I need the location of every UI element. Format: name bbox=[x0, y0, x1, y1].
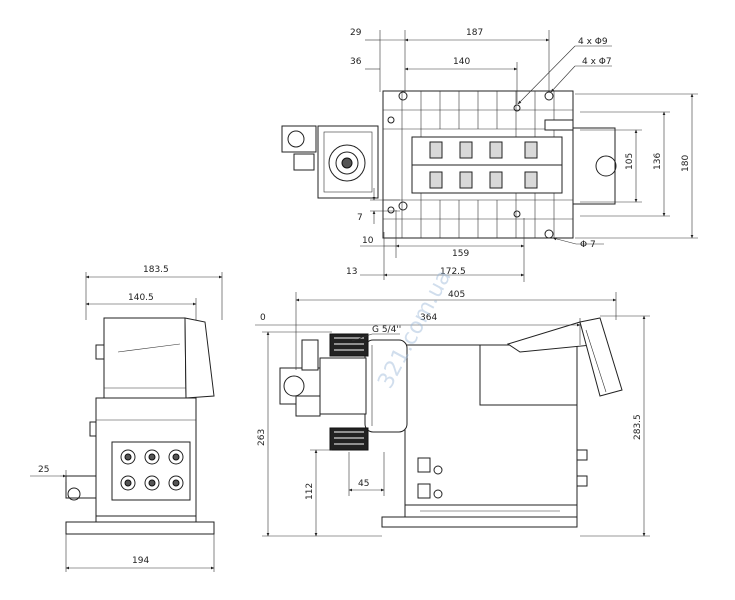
front-coil-cover bbox=[506, 321, 593, 353]
dim-10: 10 bbox=[362, 236, 374, 246]
mount-hole bbox=[398, 201, 408, 211]
front-regulator bbox=[319, 357, 367, 415]
mount-hole bbox=[398, 91, 408, 101]
outlet-thread-bottom bbox=[329, 427, 369, 451]
mount-hole bbox=[513, 210, 521, 218]
dim-25: 25 bbox=[38, 465, 49, 475]
side-view: 183.5 140.5 25 194 bbox=[30, 265, 223, 572]
top-coil-housing bbox=[572, 127, 616, 205]
dim-45: 45 bbox=[358, 479, 369, 489]
front-base-plate bbox=[381, 516, 578, 528]
dim-13: 13 bbox=[346, 267, 357, 277]
dim-140-5: 140.5 bbox=[128, 293, 154, 303]
dim-105: 105 bbox=[625, 153, 635, 170]
dim-thread-g54: G 5/4'' bbox=[372, 325, 401, 335]
dim-136: 136 bbox=[653, 153, 663, 170]
top-connector bbox=[281, 125, 317, 153]
dim-263: 263 bbox=[257, 429, 267, 446]
dim-112: 112 bbox=[305, 483, 315, 500]
dim-phi7: Φ 7 bbox=[580, 240, 596, 250]
side-coil-box bbox=[103, 317, 187, 399]
dim-283-5: 283.5 bbox=[633, 414, 643, 440]
top-view: 29 187 36 140 4 x Φ9 4 x Φ7 105 136 180 bbox=[281, 28, 698, 282]
dim-187: 187 bbox=[466, 28, 483, 38]
mount-hole bbox=[513, 104, 521, 112]
dim-364: 364 bbox=[420, 313, 437, 323]
side-connector bbox=[65, 475, 97, 499]
dim-183-5: 183.5 bbox=[143, 265, 169, 275]
side-base-plate bbox=[65, 521, 215, 535]
dim-172-5: 172.5 bbox=[440, 267, 466, 277]
dim-405: 405 bbox=[448, 290, 465, 300]
dim-194: 194 bbox=[132, 556, 149, 566]
dim-4x-phi7: 4 x Φ7 bbox=[582, 57, 612, 67]
dim-180: 180 bbox=[681, 155, 691, 172]
dim-36: 36 bbox=[350, 57, 362, 67]
dim-29: 29 bbox=[350, 28, 362, 38]
dim-0: 0 bbox=[260, 313, 266, 323]
dim-7: 7 bbox=[357, 213, 363, 223]
mount-hole bbox=[544, 229, 554, 239]
dim-159: 159 bbox=[452, 249, 469, 259]
dim-140: 140 bbox=[453, 57, 470, 67]
top-motor-flange bbox=[328, 144, 366, 182]
front-view: 405 0 364 G 5/4'' 263 283.5 112 45 bbox=[255, 290, 650, 537]
dim-4x-phi9: 4 x Φ9 bbox=[578, 37, 608, 47]
